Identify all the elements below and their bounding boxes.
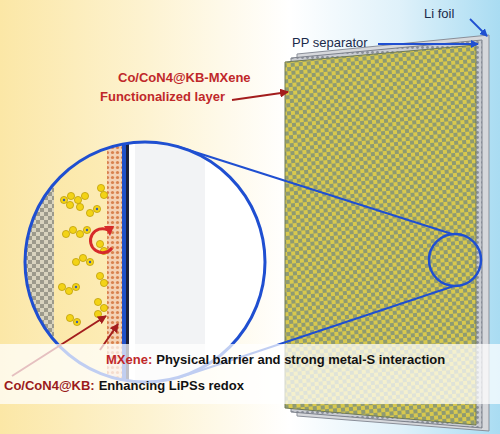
layer-label: Functionalized layer bbox=[100, 89, 225, 104]
caption-key: Co/CoN4@KB: bbox=[4, 378, 95, 394]
layer-label: Li foil bbox=[424, 6, 454, 21]
caption-panel: MXene:Physical barrier and strong metal-… bbox=[0, 344, 500, 404]
caption-text: Enhancing LiPSs redox bbox=[99, 378, 244, 394]
layer-label: PP separator bbox=[292, 35, 368, 50]
caption-text: Physical barrier and strong metal-S inte… bbox=[156, 352, 445, 368]
layer-label: Co/CoN4@KB-MXene bbox=[118, 70, 251, 85]
caption-key: MXene: bbox=[106, 352, 152, 368]
